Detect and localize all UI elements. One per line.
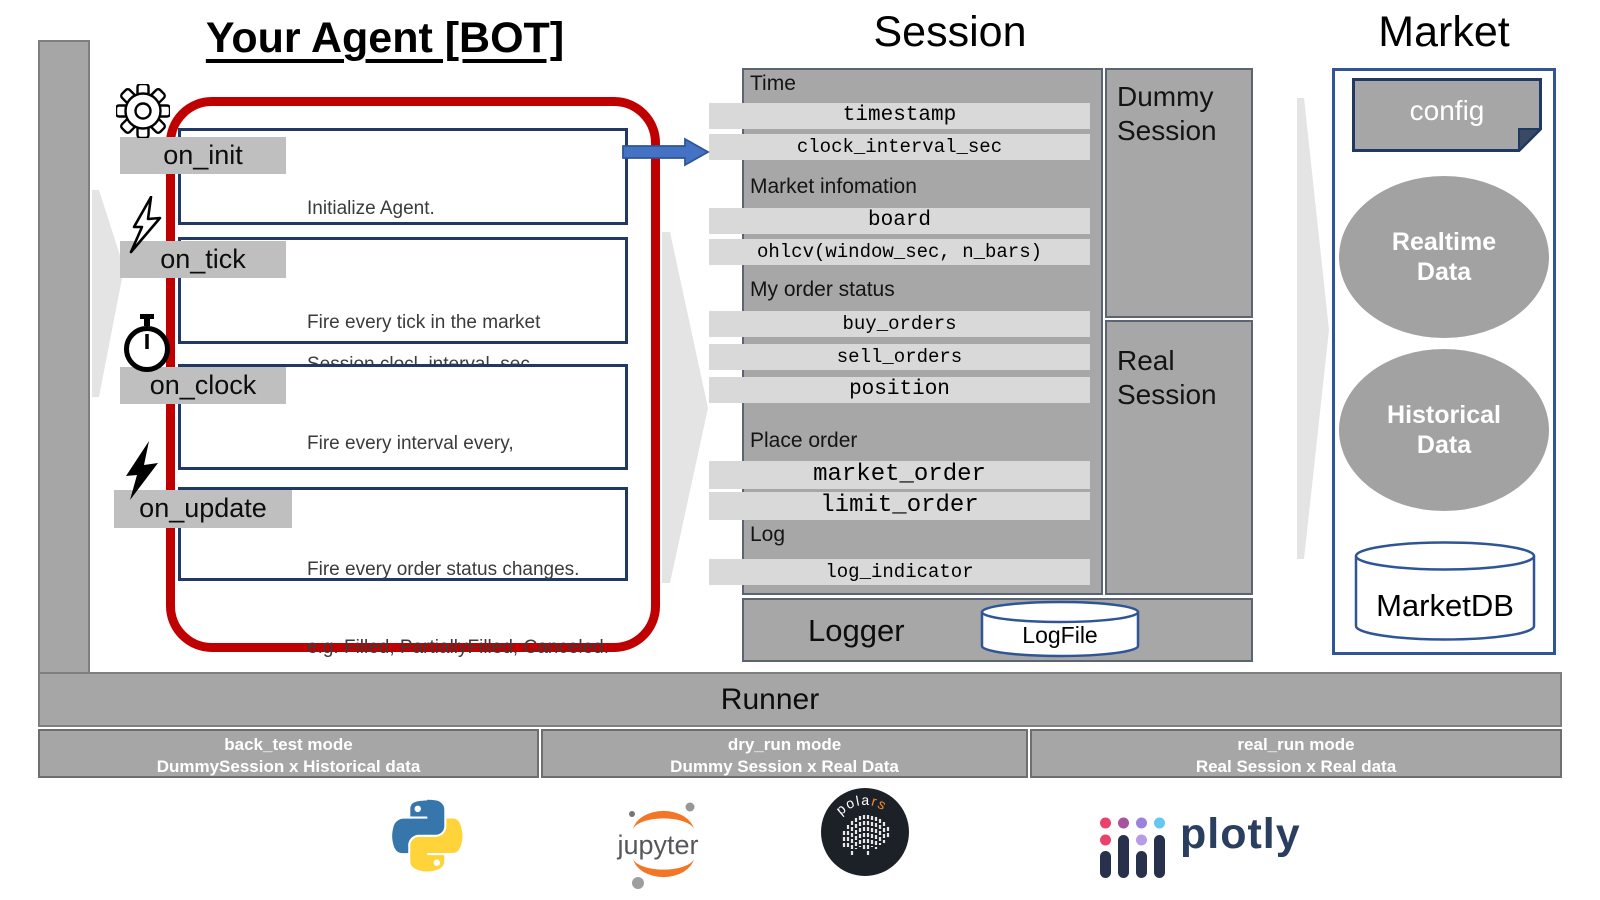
lightning-solid-icon [126, 441, 158, 500]
session-api-sell-orders: sell_orders [709, 344, 1090, 370]
agent-title: Your Agent [BOT] [205, 14, 565, 62]
config-label: config [1409, 95, 1485, 126]
mode-dry-run: dry_run mode Dummy Session x Real Data [541, 729, 1028, 778]
on-init-desc-line: Initialize Agent. [307, 198, 435, 219]
realtime-data-label: Realtime Data [1391, 228, 1497, 286]
session-api-position: position [709, 377, 1090, 403]
flow-arrow-runner-to-agent-icon [92, 190, 124, 397]
market-title: Market [1378, 8, 1510, 56]
polars-wordmark-orange: rs [870, 793, 891, 814]
logfile-cylinder-icon [980, 600, 1140, 658]
flow-arrow-agent-to-session-icon [662, 232, 708, 583]
session-api-limit-order: limit_order [709, 492, 1090, 520]
session-title: Session [873, 8, 1027, 56]
real-session-label: Real Session [1117, 345, 1217, 410]
session-group-my-order-status: My order status [750, 278, 895, 301]
session-api-timestamp: timestamp [709, 103, 1090, 129]
gear-icon [116, 84, 170, 138]
session-group-market-information: Market infomation [750, 175, 917, 198]
callback-on-clock: on_clock [120, 367, 286, 404]
mode-back-test-desc: DummySession x Historical data [156, 757, 421, 776]
runner-left-bar [38, 40, 90, 676]
plotly-wordmark: plotly [1180, 810, 1301, 858]
real-session-box: Real Session [1105, 320, 1253, 595]
session-api-clock-interval-sec: clock_interval_sec [709, 134, 1090, 160]
on-clock-desc-line: Fire every interval every, [307, 433, 514, 454]
on-tick-desc-line: Fire every tick in the market [307, 312, 541, 333]
callback-on-init: on_init [120, 137, 286, 174]
historical-data-label: Historical Data [1387, 401, 1501, 459]
config-shape: config [1352, 78, 1543, 153]
session-api-market-order: market_order [709, 461, 1090, 489]
session-group-place-order: Place order [750, 429, 858, 452]
session-group-log: Log [750, 523, 786, 546]
mode-back-test: back_test mode DummySession x Historical… [38, 729, 539, 778]
jupyter-wordmark: jupyter [616, 830, 698, 860]
mode-back-test-name: back_test mode [224, 735, 353, 754]
stopwatch-icon [124, 314, 170, 372]
session-api-buy-orders: buy_orders [709, 311, 1090, 337]
jupyter-logo: jupyter [616, 802, 699, 889]
historical-data-ellipse: Historical Data [1339, 349, 1549, 511]
python-logo [392, 799, 463, 872]
lightning-outline-icon [129, 196, 162, 254]
config-document-icon [1352, 78, 1543, 153]
on-update-desc-line: e.g. Filled, PartiallyFilled, Canceled. [307, 637, 610, 658]
flow-arrow-session-to-market-icon [1297, 98, 1329, 559]
marketdb-cylinder: MarketDB [1354, 540, 1536, 642]
logger-label: Logger [808, 613, 905, 648]
runner-label: Runner [720, 683, 820, 716]
init-arrow-icon [622, 137, 710, 167]
session-group-time: Time [750, 72, 796, 95]
marketdb-cylinder-icon [1354, 541, 1536, 641]
on-update-desc-line: Fire every order status changes. [307, 559, 580, 580]
runner-bar: Runner [38, 672, 1562, 727]
polars-logo: polars [821, 788, 909, 876]
mode-real-run: real_run mode Real Session x Real data [1030, 729, 1562, 778]
realtime-data-ellipse: Realtime Data [1339, 176, 1549, 338]
mode-real-run-desc: Real Session x Real data [1195, 757, 1397, 776]
session-api-log-indicator: log_indicator [709, 559, 1090, 585]
dummy-session-label: Dummy Session [1117, 81, 1217, 146]
callback-on-tick: on_tick [120, 241, 286, 278]
marketdb-label: MarketDB [1376, 588, 1514, 623]
mode-real-run-name: real_run mode [1237, 735, 1355, 754]
on-update-desc-box: Fire every order status changes. e.g. Fi… [178, 487, 628, 658]
logfile-cylinder: LogFile [980, 600, 1140, 658]
plotly-logo-mark [1100, 817, 1165, 878]
session-api-ohlcv: ohlcv(window_sec, n_bars) [709, 239, 1090, 265]
logfile-label: LogFile [1022, 622, 1098, 648]
mode-dry-run-desc: Dummy Session x Real Data [670, 757, 899, 776]
mode-dry-run-name: dry_run mode [727, 735, 842, 754]
callback-on-update: on_update [114, 490, 292, 528]
session-api-board: board [709, 208, 1090, 234]
dummy-session-box: Dummy Session [1105, 68, 1253, 318]
